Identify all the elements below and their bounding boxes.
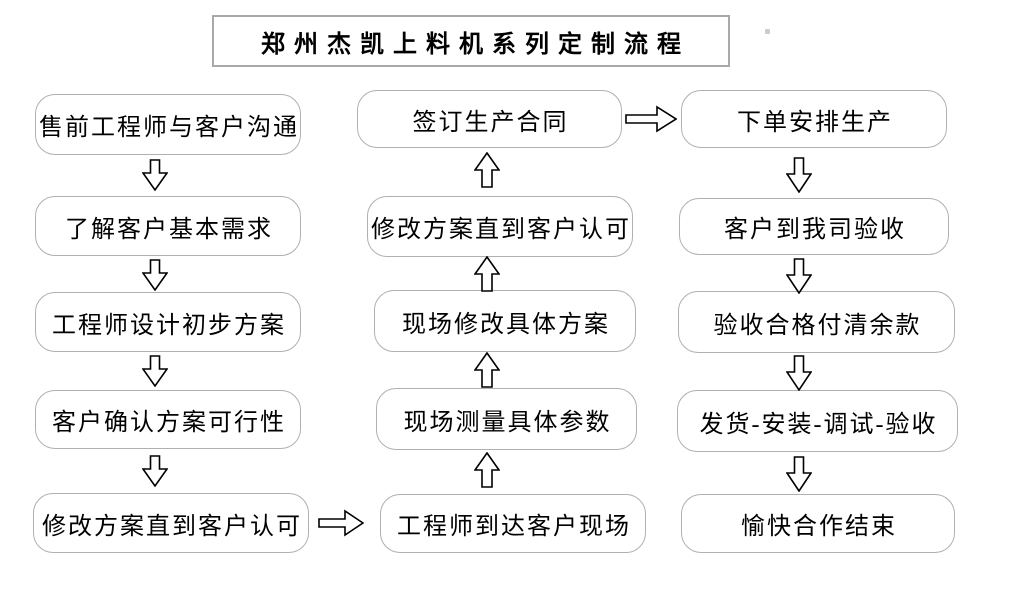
step-revise-until-approved-1: 修改方案直到客户认可 <box>33 493 309 553</box>
up-arrow-icon <box>474 152 500 188</box>
down-arrow-icon <box>786 456 812 492</box>
down-arrow-icon <box>142 159 168 191</box>
up-arrow-icon <box>474 452 500 488</box>
step-presales-communication: 售前工程师与客户沟通 <box>35 94 301 155</box>
up-arrow-icon <box>474 256 500 292</box>
step-pay-balance: 验收合格付清余款 <box>678 291 955 353</box>
step-onsite-modify-plan: 现场修改具体方案 <box>374 290 636 352</box>
down-arrow-icon <box>142 455 168 487</box>
step-onsite-measure: 现场测量具体参数 <box>376 388 637 450</box>
right-arrow-icon <box>625 104 677 134</box>
step-customer-acceptance: 客户到我司验收 <box>679 198 949 255</box>
step-confirm-feasibility: 客户确认方案可行性 <box>35 390 301 449</box>
anchor-dot <box>765 29 770 34</box>
step-engineer-arrives: 工程师到达客户现场 <box>380 494 646 553</box>
step-schedule-production: 下单安排生产 <box>681 90 947 148</box>
right-arrow-icon <box>318 508 364 538</box>
up-arrow-icon <box>474 352 500 388</box>
down-arrow-icon <box>142 355 168 387</box>
step-understand-needs: 了解客户基本需求 <box>35 196 301 256</box>
step-preliminary-design: 工程师设计初步方案 <box>35 292 301 352</box>
step-cooperation-ends: 愉快合作结束 <box>681 494 955 553</box>
flowchart-title: 郑州杰凯上料机系列定制流程 <box>212 15 730 67</box>
step-sign-contract: 签订生产合同 <box>357 90 622 148</box>
step-revise-until-approved-2: 修改方案直到客户认可 <box>367 196 633 257</box>
down-arrow-icon <box>142 259 168 291</box>
down-arrow-icon <box>786 258 812 294</box>
step-ship-install-debug-accept: 发货-安装-调试-验收 <box>677 390 958 452</box>
down-arrow-icon <box>786 355 812 391</box>
down-arrow-icon <box>786 157 812 193</box>
